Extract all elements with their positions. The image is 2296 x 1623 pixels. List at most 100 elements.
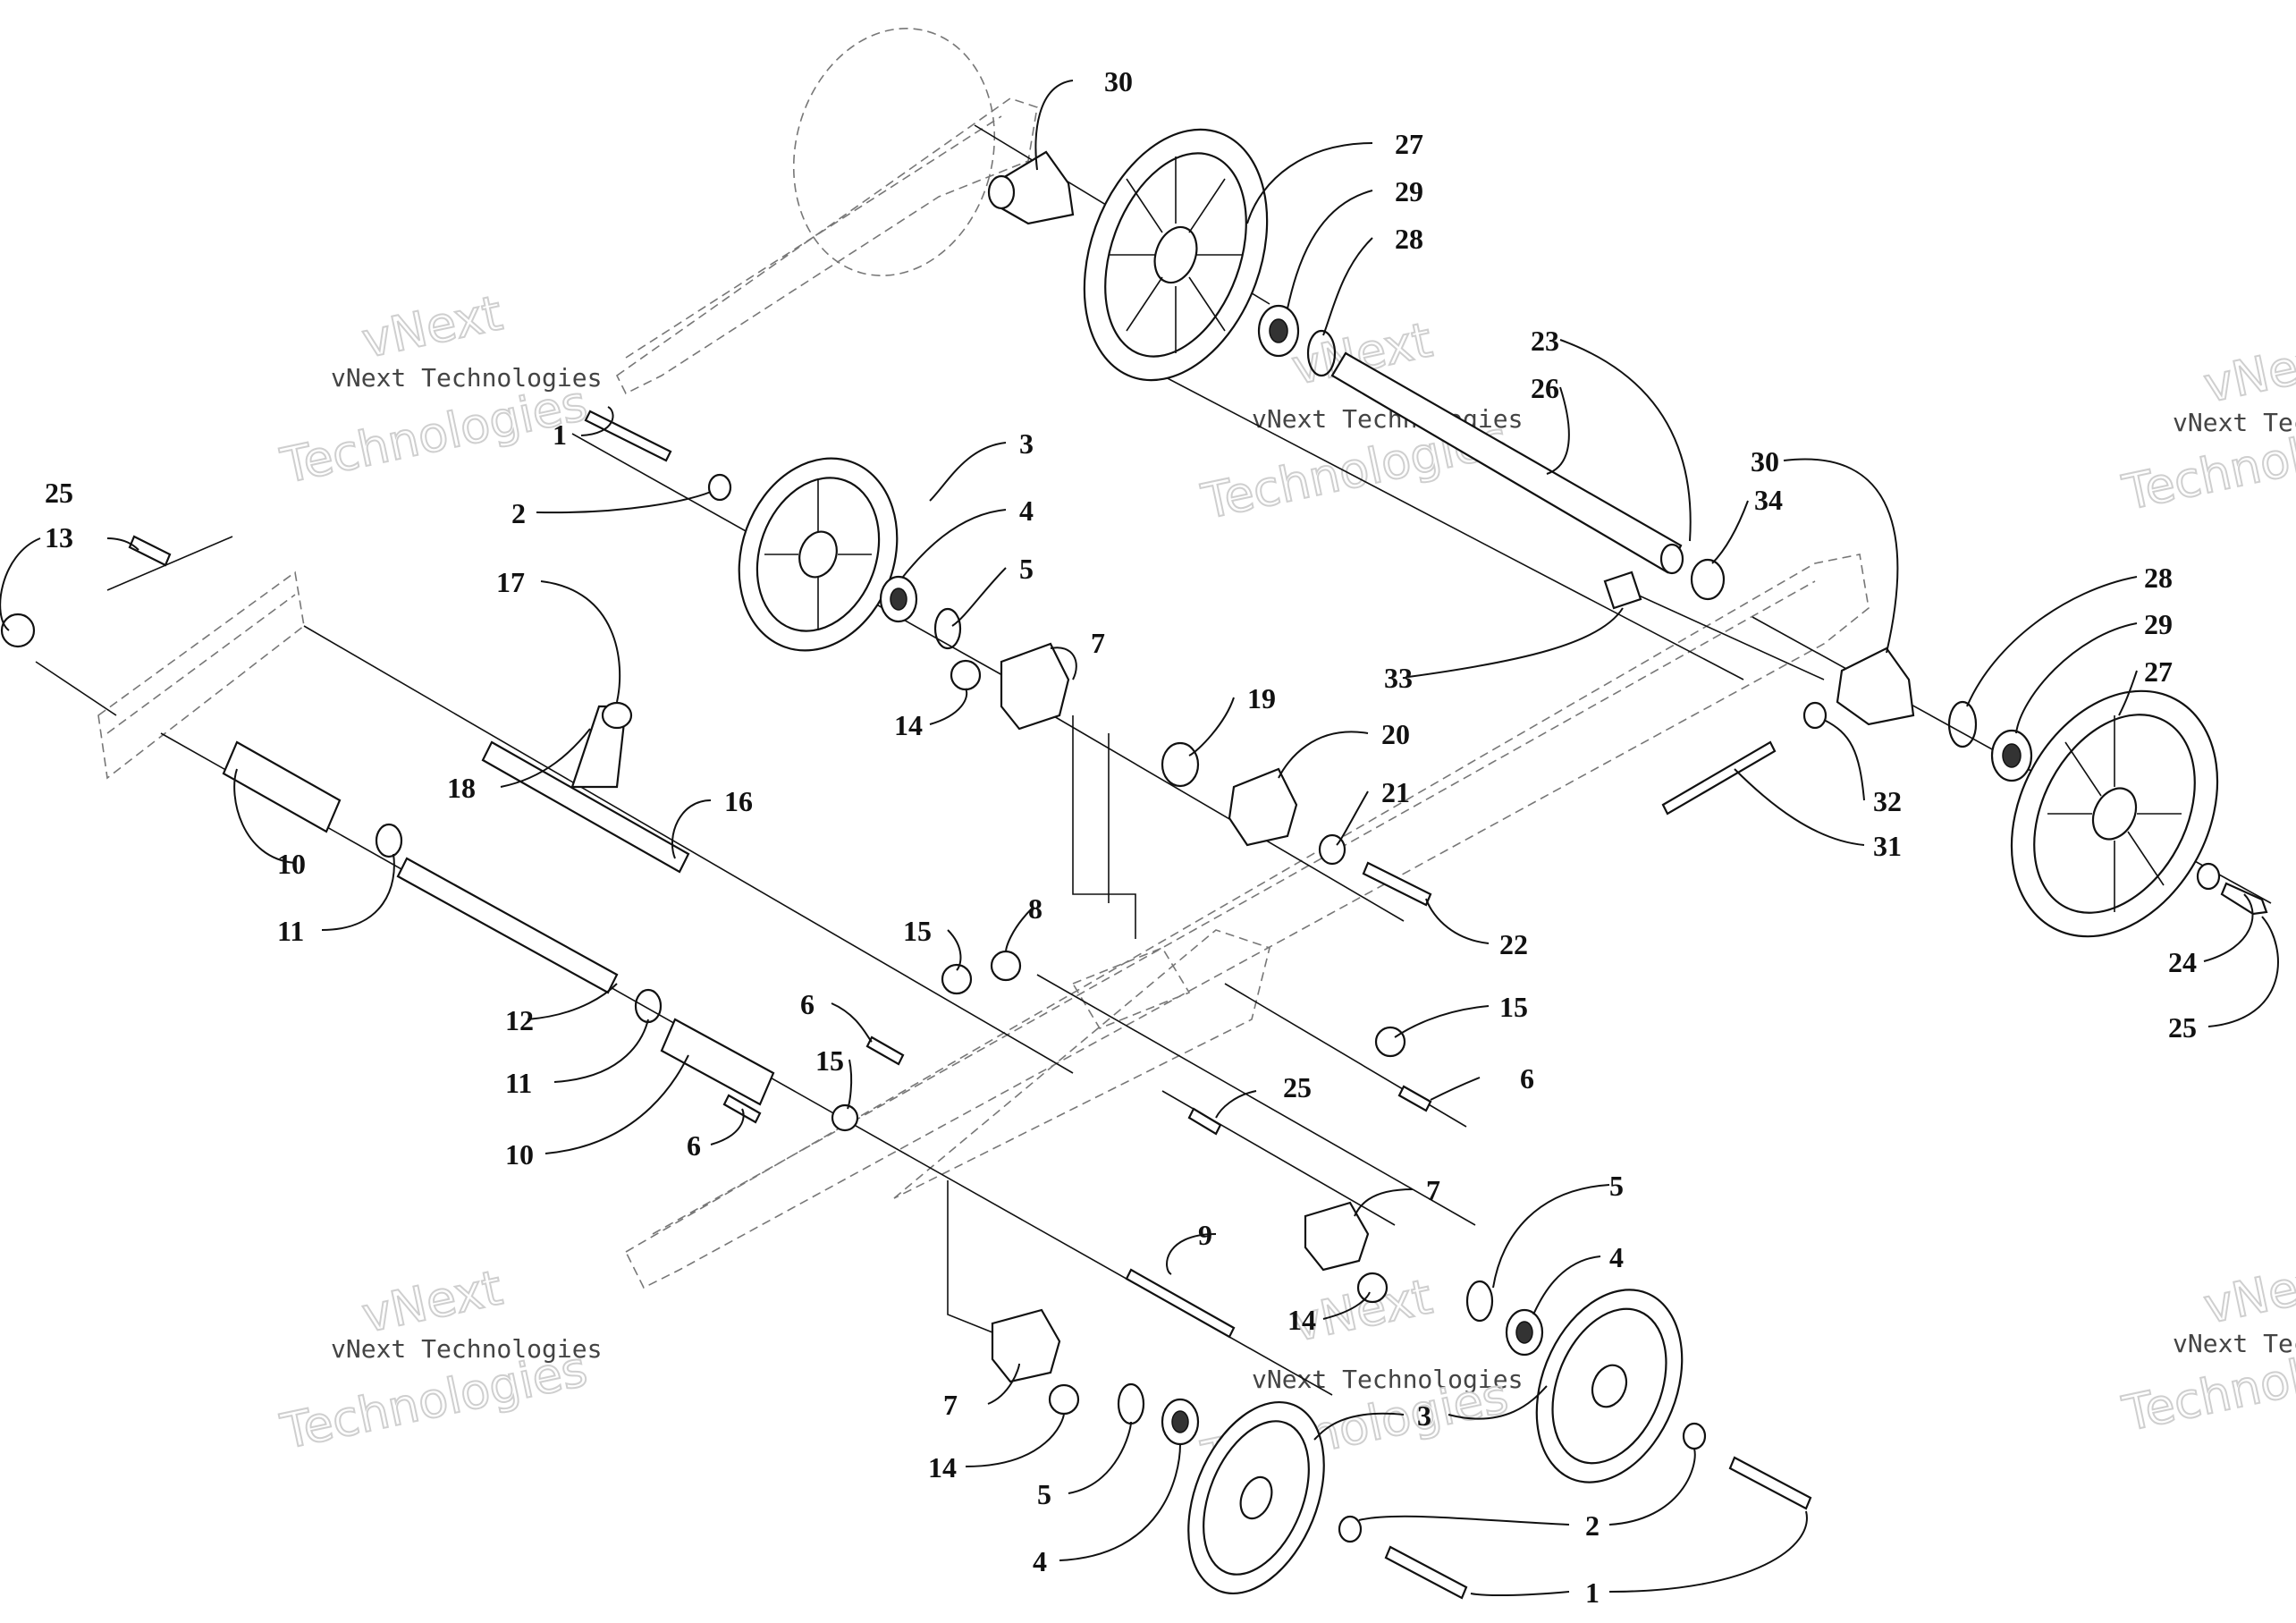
leader-6-left <box>710 1108 745 1145</box>
leader-28-right <box>1966 576 2138 707</box>
hub-upper <box>987 150 1075 225</box>
leader-6-right <box>1430 1077 1481 1101</box>
callout-6-mid: 6 <box>800 988 815 1020</box>
callout-6-left: 6 <box>687 1129 701 1162</box>
idler-wheel-lower-left <box>1187 1400 1325 1595</box>
washer-24 <box>2196 862 2221 891</box>
callout-5-lower: 5 <box>1037 1478 1051 1510</box>
pivot-block-7-right <box>1304 1201 1370 1272</box>
callout-14-lower: 14 <box>928 1451 957 1484</box>
callout-10-upper: 10 <box>277 848 306 880</box>
watermark-word-vnext: vNext <box>358 284 507 368</box>
leader-5-upper <box>951 567 1007 627</box>
nut-13 <box>0 613 36 648</box>
bolt-6-mid <box>865 1036 905 1066</box>
nut-14-upper <box>950 659 982 691</box>
leader-27-upper <box>1246 142 1373 224</box>
leader-32 <box>1823 719 1865 801</box>
leader-8 <box>1005 907 1034 953</box>
callout-25-right: 25 <box>2168 1011 2197 1044</box>
callout-7-right: 7 <box>1426 1174 1440 1206</box>
callout-27-right: 27 <box>2144 655 2173 688</box>
bolt-1-right <box>1728 1456 1812 1510</box>
bearing-4-right-bore <box>1515 1321 1533 1344</box>
leader-24 <box>2203 893 2254 962</box>
leader-33 <box>1407 607 1624 678</box>
leader-21 <box>1336 790 1369 846</box>
leader-20 <box>1278 731 1369 779</box>
callout-23: 23 <box>1531 325 1559 357</box>
callout-28-right: 28 <box>2144 562 2173 594</box>
bearing-4-upper-bore <box>890 587 907 611</box>
leader-2-upper <box>536 491 712 514</box>
nut-15-left <box>941 963 973 995</box>
callout-2-upper: 2 <box>511 497 526 529</box>
axis-line <box>1036 706 1405 922</box>
callout-20: 20 <box>1381 718 1410 750</box>
callout-5-upper: 5 <box>1019 553 1034 585</box>
leader-25-right <box>2207 916 2279 1027</box>
callout-4-right: 4 <box>1609 1241 1624 1273</box>
axis-line <box>947 1180 993 1333</box>
nut-8 <box>990 950 1022 982</box>
leader-29-upper <box>1287 190 1373 309</box>
leader-16 <box>671 799 712 859</box>
callout-16: 16 <box>724 785 753 817</box>
callout-15-left: 15 <box>903 915 932 947</box>
leader-lines <box>0 80 2279 1597</box>
ring-11-upper <box>375 823 403 858</box>
spacer-20 <box>1228 767 1298 847</box>
leader-26 <box>1546 386 1570 475</box>
pivot-block-7-lower <box>991 1308 1061 1383</box>
bolt-6-right <box>1397 1085 1432 1112</box>
callout-6-right: 6 <box>1520 1062 1534 1095</box>
leader-25-mid <box>1215 1090 1257 1119</box>
callout-2-lower: 2 <box>1585 1509 1600 1542</box>
leader-30-upper <box>1034 80 1074 171</box>
nut-15-mid <box>831 1103 859 1132</box>
callout-4-lower: 4 <box>1033 1545 1047 1577</box>
bolt-22 <box>1362 861 1432 907</box>
leader-2-lower <box>1358 1448 1696 1526</box>
callout-22: 22 <box>1499 928 1528 960</box>
callout-14-right: 14 <box>1287 1304 1316 1336</box>
callout-18: 18 <box>447 772 476 804</box>
leader-23 <box>1559 339 1692 542</box>
leader-5-right <box>1492 1184 1610 1289</box>
bolt-25-right <box>2220 882 2268 916</box>
callout-17: 17 <box>496 566 525 598</box>
bearing-4-lower-bore <box>1171 1410 1189 1433</box>
washer-2-lower <box>1338 1515 1363 1543</box>
callout-7-lower: 7 <box>943 1389 958 1421</box>
watermark-word-vnext: vNext <box>2199 1250 2296 1334</box>
callout-15-mid: 15 <box>815 1044 844 1077</box>
arm-17-eye <box>601 701 633 730</box>
callout-27-upper: 27 <box>1395 128 1423 160</box>
axis-line <box>303 625 1074 1074</box>
leader-7-upper <box>1050 647 1077 680</box>
leader-14-right <box>1322 1291 1371 1320</box>
ring-11-lower <box>634 988 663 1024</box>
snap-ring-right <box>1947 700 1978 748</box>
snap-ring-5-right <box>1465 1280 1494 1323</box>
leader-9 <box>1166 1233 1217 1275</box>
callout-3-upper: 3 <box>1019 427 1034 460</box>
leader-15-mid <box>847 1059 853 1110</box>
watermark-company: vNext Technologies <box>331 1334 602 1364</box>
axis-line <box>1626 589 1825 680</box>
callout-34: 34 <box>1754 484 1783 516</box>
callout-1-lower: 1 <box>1585 1577 1600 1609</box>
watermark-top-left: vNext vNext Technologies Technologies <box>275 283 603 495</box>
callout-14-upper: 14 <box>894 709 923 741</box>
leader-7-right <box>1354 1188 1414 1217</box>
axis-line <box>1036 974 1476 1226</box>
leader-7-lower <box>987 1363 1020 1405</box>
leader-10-lower <box>544 1054 689 1154</box>
bolt-1-lower <box>1384 1545 1468 1600</box>
upper-left-rail-ghost <box>615 97 1038 395</box>
watermark-top-center: vNext vNext Technologies Technologies <box>1196 310 1524 531</box>
leader-10-upper <box>233 768 296 864</box>
leader-27-right <box>2118 670 2138 716</box>
callout-11-lower: 11 <box>505 1067 532 1099</box>
leader-4-upper <box>902 509 1007 578</box>
